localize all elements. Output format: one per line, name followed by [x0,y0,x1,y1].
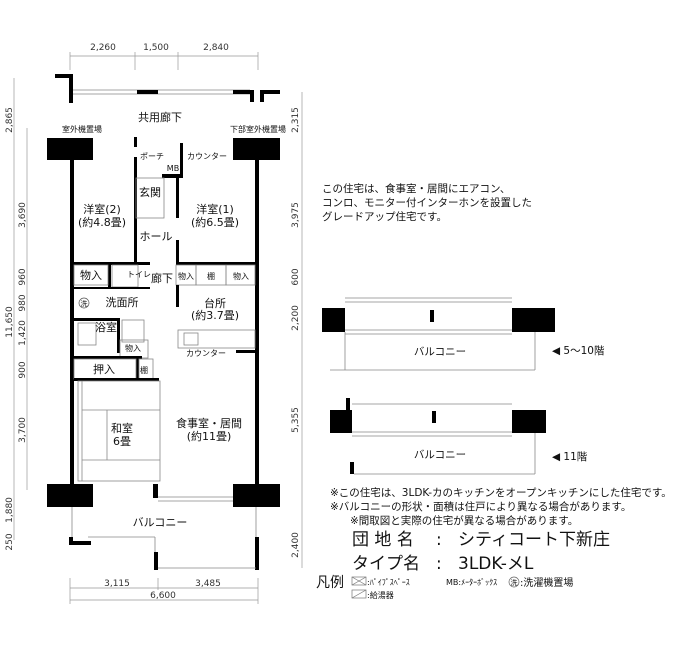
label-kitchen-size: (約3.7畳) [191,308,239,322]
label-porch: ポーチ [140,152,164,161]
description: この住宅は、食事室・居間にエアコン、 コンロ、モニター付インターホンを設置した … [322,182,532,223]
label-western1: 洋室(1) [196,202,234,216]
label-storage-bath: 物入 [125,343,141,353]
label-hallway: 廊下 [151,271,173,285]
label-counter-top: カウンター [187,152,227,161]
unit-walls [47,137,280,570]
legend-meter-box: MB:ﾒｰﾀｰﾎﾞｯｸｽ [446,578,497,587]
dim-right-3: 600 [291,268,301,285]
label-mb: MB [167,164,179,173]
legend: 凡例 :ﾊﾟｲﾌﾟｽﾍﾟｰｽ MB:ﾒｰﾀｰﾎﾞｯｸｽ 洗 :洗濯機置場 :給湯… [316,575,573,600]
label-shelf: 棚 [207,271,215,281]
description-line: コンロ、モニター付インターホンを設置した [322,196,532,209]
variant-floors-label: ◀ 5～10階 [552,345,605,357]
label-storage-right: 物入 [233,271,249,281]
label-kitchen: 台所 [204,296,226,310]
label-toilet: トイレ [127,270,151,279]
label-closet: 押入 [93,362,115,376]
corridor-walls: 共用廊下 [55,74,280,124]
description-line: この住宅は、食事室・居間にエアコン、 [322,182,510,195]
description-line: グレードアップ住宅です。 [322,210,447,223]
legend-washer: :洗濯機置場 [520,576,573,589]
balcony-variant-11: バルコニー ◀ 11階 [330,398,588,475]
type-name: 3LDK-メL [458,554,534,574]
top-dimensions: 2,260 1,500 2,840 [69,43,259,70]
dim-top-3: 2,840 [203,43,229,53]
legend-water-heater: :給湯器 [367,590,394,600]
dim-right-5: 5,355 [291,407,301,433]
label-balcony: バルコニー [133,516,188,529]
label-outdoor-unit: 室外機置場 [62,124,102,134]
dim-right-1: 2,315 [291,107,301,133]
variant-floors-label: ◀ 11階 [552,451,588,463]
label-storage-left: 物入 [80,268,102,282]
type-sep: : [436,554,442,574]
dim-bottom-1: 3,115 [104,579,130,589]
label-lower-outdoor-unit: 下部室外機置場 [230,124,286,134]
label-hall: ホール [140,230,173,243]
label-corridor: 共用廊下 [138,110,182,124]
dim-right-4: 2,200 [291,305,301,331]
type-label: タイプ名 [352,554,420,574]
variant-balcony-label: バルコニー [414,449,466,461]
bottom-dimensions: 3,115 3,485 6,600 [69,578,259,604]
pipe-space-icon [351,576,367,586]
label-counter-kitchen: カウンター [186,349,226,358]
estate-name: シティコート下新庄 [458,530,610,550]
label-western2: 洋室(2) [83,202,121,216]
variant-balcony-label: バルコニー [414,346,466,358]
info: 団 地 名 : シティコート下新庄 タイプ名 : 3LDK-メL [352,530,610,574]
legend-title: 凡例 [316,575,344,591]
legend-washer-mark: 洗 [511,578,518,587]
note: ※間取図と実際の住宅が異なる場合があります。 [350,514,578,527]
label-washitsu: 和室 [111,421,133,435]
dim-right-2: 3,975 [291,202,301,228]
label-bath: 浴室 [95,320,117,334]
dim-left-6: 900 [18,361,28,378]
legend-pipe-space: :ﾊﾟｲﾌﾟｽﾍﾟｰｽ [367,578,410,587]
washer-icon [78,297,90,309]
dim-left-2: 3,690 [18,202,28,228]
label-western1-size: (約6.5畳) [191,215,239,229]
label-shelf-small: 棚 [140,365,148,375]
room-labels: 室外機置場 下部室外機置場 ポーチ MB カウンター 玄関 洋室(2) (約4.… [62,124,286,529]
label-washitsu-size: 6畳 [113,435,131,448]
label-entrance: 玄関 [139,185,161,199]
washer-icon [508,576,520,588]
dim-left-8: 1,880 [5,497,15,523]
dim-right-6: 2,400 [291,532,301,558]
note: ※バルコニーの形状・面積は住戸により異なる場合があります。 [330,500,631,513]
dim-left-total: 11,650 [5,306,15,338]
water-heater-icon [351,589,367,599]
label-storage-small: 物入 [178,271,194,281]
label-living-size: (約11畳) [187,429,232,443]
dim-left-3: 960 [18,268,28,285]
dim-bottom-2: 3,485 [195,579,221,589]
label-washer-mark: 洗 [81,299,88,308]
balcony-variant-5-10: バルコニー ◀ 5～10階 [322,297,605,371]
dim-top-2: 1,500 [143,43,169,53]
dim-bottom-total: 6,600 [150,591,176,601]
dim-left-4: 980 [18,294,28,311]
dim-left-1: 2,865 [5,107,15,133]
note: ※この住宅は、3LDK-カのキッチンをオープンキッチンにした住宅です。 [330,486,672,499]
dim-left-9: 250 [5,533,15,550]
notes: ※この住宅は、3LDK-カのキッチンをオープンキッチンにした住宅です。 ※バルコ… [330,486,672,527]
dim-top-1: 2,260 [90,43,116,53]
label-washroom: 洗面所 [106,296,139,309]
dim-left-5: 1,420 [18,320,28,346]
left-dimensions: 2,865 3,690 960 980 1,420 900 3,700 11,6… [5,78,28,551]
label-western2-size: (約4.8畳) [78,215,126,229]
dim-left-7: 3,700 [18,417,28,443]
right-dimensions: 2,315 3,975 600 2,200 5,355 2,400 [291,92,303,568]
estate-label: 団 地 名 [352,530,414,550]
estate-sep: : [436,530,442,550]
label-living: 食事室・居間 [176,416,242,430]
